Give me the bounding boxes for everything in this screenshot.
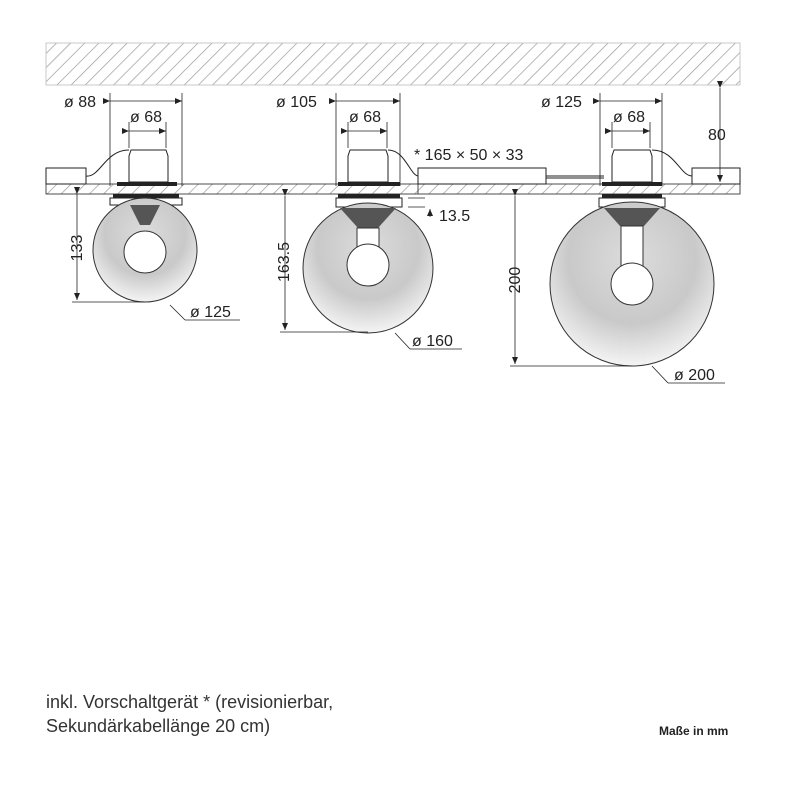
lamp-2: ø 105 ø 68 * 165 × 50 × 33 13.5 163.5 ø … [276, 93, 547, 350]
lamp-3-recess-depth: 80 [708, 127, 726, 144]
lamp-3-globe-diameter: ø 200 [674, 367, 715, 384]
footnote: inkl. Vorschaltgerät * (revisionierbar, … [46, 690, 333, 738]
footnote-line-1: inkl. Vorschaltgerät * (revisionierbar, [46, 692, 334, 712]
lamp-2-globe-diameter: ø 160 [412, 333, 453, 350]
lamp-1-mount-diameter: ø 88 [64, 94, 96, 111]
lamp-1-module-diameter: ø 68 [130, 109, 162, 126]
lamp-3-mount-diameter: ø 125 [541, 94, 582, 111]
lamp-2-height: 163.5 [276, 242, 293, 282]
lamp-1-height: 133 [69, 235, 86, 262]
lamp-1-globe-diameter: ø 125 [190, 304, 231, 321]
driver-size: * 165 × 50 × 33 [414, 147, 524, 164]
units-label: Maße in mm [659, 724, 729, 738]
lamp-3-module-diameter: ø 68 [613, 109, 645, 126]
lamp-1: ø 88 ø 68 133 ø 125 [45, 93, 240, 321]
lamp-2-canopy-depth: 13.5 [439, 208, 470, 225]
lamp-2-module-diameter: ø 68 [349, 109, 381, 126]
lamp-2-mount-diameter: ø 105 [276, 94, 317, 111]
lamp-3: ø 125 ø 68 80 200 ø 200 [507, 81, 741, 384]
footnote-line-2: Sekundärkabellänge 20 cm) [46, 716, 271, 736]
ceiling-slab [45, 42, 741, 86]
lamp-3-height: 200 [507, 267, 524, 294]
